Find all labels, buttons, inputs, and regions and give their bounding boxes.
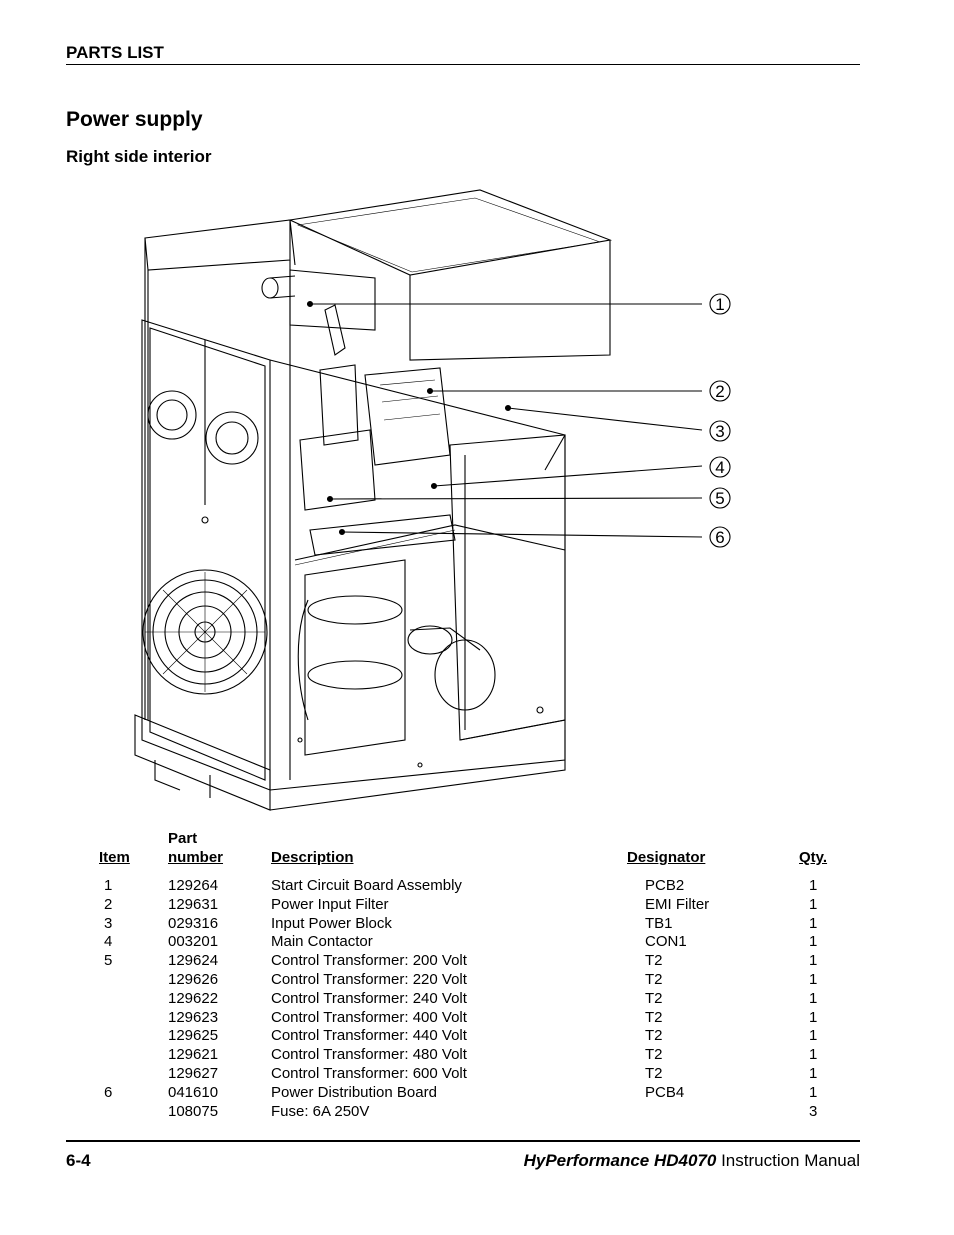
cell-part: 129624: [168, 952, 219, 970]
cell-description: Control Transformer: 220 Volt: [271, 971, 467, 988]
cell-designator: PCB4: [645, 1083, 685, 1101]
cell-description: Fuse: 6A 250V: [271, 1102, 370, 1120]
page-number: 6-4: [66, 1151, 91, 1170]
cell-qty: 1: [809, 971, 818, 988]
cell-designator: PCB2: [645, 877, 685, 894]
table-row: 2 129631 Power Input Filter EMI Filter 1: [0, 896, 954, 915]
cell-item: 6: [104, 1083, 113, 1101]
cell-part: 041610: [168, 1083, 219, 1101]
header-rule: [66, 64, 860, 65]
cell-qty: 1: [809, 1008, 818, 1026]
callout-6: 6: [709, 526, 731, 548]
table-row: 129625 Control Transformer: 440 Volt T2 1: [0, 1027, 954, 1046]
cell-part: 108075: [168, 1102, 219, 1120]
svg-text:5: 5: [715, 489, 724, 508]
cell-description: Input Power Block: [271, 914, 392, 932]
cell-description: Main Contactor: [271, 933, 373, 951]
header-designator: Designator: [627, 849, 706, 866]
footer-rule: [66, 1140, 860, 1142]
table-row: 3 029316 Input Power Block TB1 1: [0, 915, 954, 934]
table-row: 4 003201 Main Contactor CON1 1: [0, 933, 954, 952]
table-row: 1 129264 Start Circuit Board Assembly PCB2 1: [0, 877, 954, 896]
cell-description: Power Distribution Board: [271, 1083, 437, 1101]
svg-text:6: 6: [715, 528, 724, 547]
callout-5: 5: [709, 487, 731, 509]
cell-description: Control Transformer: 600 Volt: [271, 1065, 467, 1082]
cell-qty: 1: [809, 1065, 818, 1082]
footer-manual-title: HyPerformance HD4070 Instruction Manual: [524, 1151, 860, 1171]
cell-designator: EMI Filter: [645, 895, 710, 913]
cell-qty: 1: [809, 1083, 818, 1101]
header-part-line1: Part: [168, 830, 198, 847]
page-title: Power supply: [66, 108, 203, 131]
cell-description: Control Transformer: 480 Volt: [271, 1046, 467, 1064]
svg-text:1: 1: [715, 295, 724, 314]
power-supply-diagram: 1 2 3 4 5 6: [134, 189, 731, 811]
cell-part: 129623: [168, 1008, 219, 1026]
cell-part: 129631: [168, 895, 219, 913]
cell-part: 129626: [168, 971, 219, 988]
cell-part: 003201: [168, 933, 219, 951]
cell-item: 2: [104, 895, 113, 913]
table-row: 129626 Control Transformer: 220 Volt T2 1: [0, 971, 954, 990]
cell-designator: T2: [645, 952, 663, 970]
cell-description: Start Circuit Board Assembly: [271, 877, 462, 894]
header-part-number: number: [168, 849, 224, 866]
footer-doc: Instruction Manual: [716, 1151, 860, 1170]
cell-item: 5: [104, 952, 113, 970]
callout-3: 3: [709, 420, 731, 442]
cell-qty: 1: [809, 895, 818, 913]
cell-part: 029316: [168, 914, 219, 932]
callout-2: 2: [709, 380, 731, 402]
cell-part: 129627: [168, 1065, 219, 1082]
header-item: Item: [99, 849, 130, 866]
table-row: 129627 Control Transformer: 600 Volt T2 1: [0, 1065, 954, 1084]
cell-designator: T2: [645, 1027, 663, 1045]
table-row: 129623 Control Transformer: 400 Volt T2 1: [0, 1009, 954, 1028]
cell-qty: 1: [809, 1046, 818, 1064]
cell-description: Control Transformer: 200 Volt: [271, 952, 467, 970]
header-qty: Qty.: [799, 849, 828, 866]
cell-qty: 1: [809, 914, 818, 932]
cell-description: Power Input Filter: [271, 895, 389, 913]
cell-designator: T2: [645, 1065, 663, 1082]
cell-description: Control Transformer: 440 Volt: [271, 1027, 467, 1045]
page-subtitle: Right side interior: [66, 147, 212, 166]
cell-qty: 3: [809, 1102, 818, 1120]
cell-designator: CON1: [645, 933, 687, 951]
svg-text:4: 4: [715, 458, 724, 477]
table-row: 108075 Fuse: 6A 250V 3: [0, 1103, 954, 1122]
cell-designator: T2: [645, 971, 663, 988]
footer-brand: HyPerformance HD4070: [523, 1151, 717, 1170]
table-row: 129622 Control Transformer: 240 Volt T2 1: [0, 990, 954, 1009]
cell-designator: TB1: [645, 914, 673, 932]
table-row: 129621 Control Transformer: 480 Volt T2 1: [0, 1046, 954, 1065]
cell-part: 129622: [168, 989, 219, 1007]
table-row: 6 041610 Power Distribution Board PCB4 1: [0, 1084, 954, 1103]
cell-qty: 1: [809, 1027, 818, 1045]
cell-description: Control Transformer: 240 Volt: [271, 989, 467, 1007]
cell-designator: T2: [645, 989, 663, 1007]
table-row: 5 129624 Control Transformer: 200 Volt T2 1: [0, 952, 954, 971]
cell-qty: 1: [809, 989, 818, 1007]
cell-part: 129625: [168, 1027, 219, 1045]
svg-text:2: 2: [715, 382, 724, 401]
cell-qty: 1: [809, 933, 818, 951]
callout-4: 4: [709, 456, 731, 478]
cell-item: 3: [104, 914, 113, 932]
svg-text:3: 3: [715, 422, 724, 441]
cell-designator: T2: [645, 1046, 663, 1064]
cell-designator: T2: [645, 1008, 663, 1026]
cell-item: 1: [104, 877, 113, 894]
cell-qty: 1: [809, 877, 818, 894]
cell-qty: 1: [809, 952, 818, 970]
callout-1: 1: [709, 293, 731, 315]
cell-part: 129264: [168, 877, 219, 894]
header-description: Description: [271, 849, 354, 866]
cell-item: 4: [104, 933, 113, 951]
section-header: PARTS LIST: [66, 43, 164, 62]
cell-part: 129621: [168, 1046, 219, 1064]
cell-description: Control Transformer: 400 Volt: [271, 1008, 467, 1026]
